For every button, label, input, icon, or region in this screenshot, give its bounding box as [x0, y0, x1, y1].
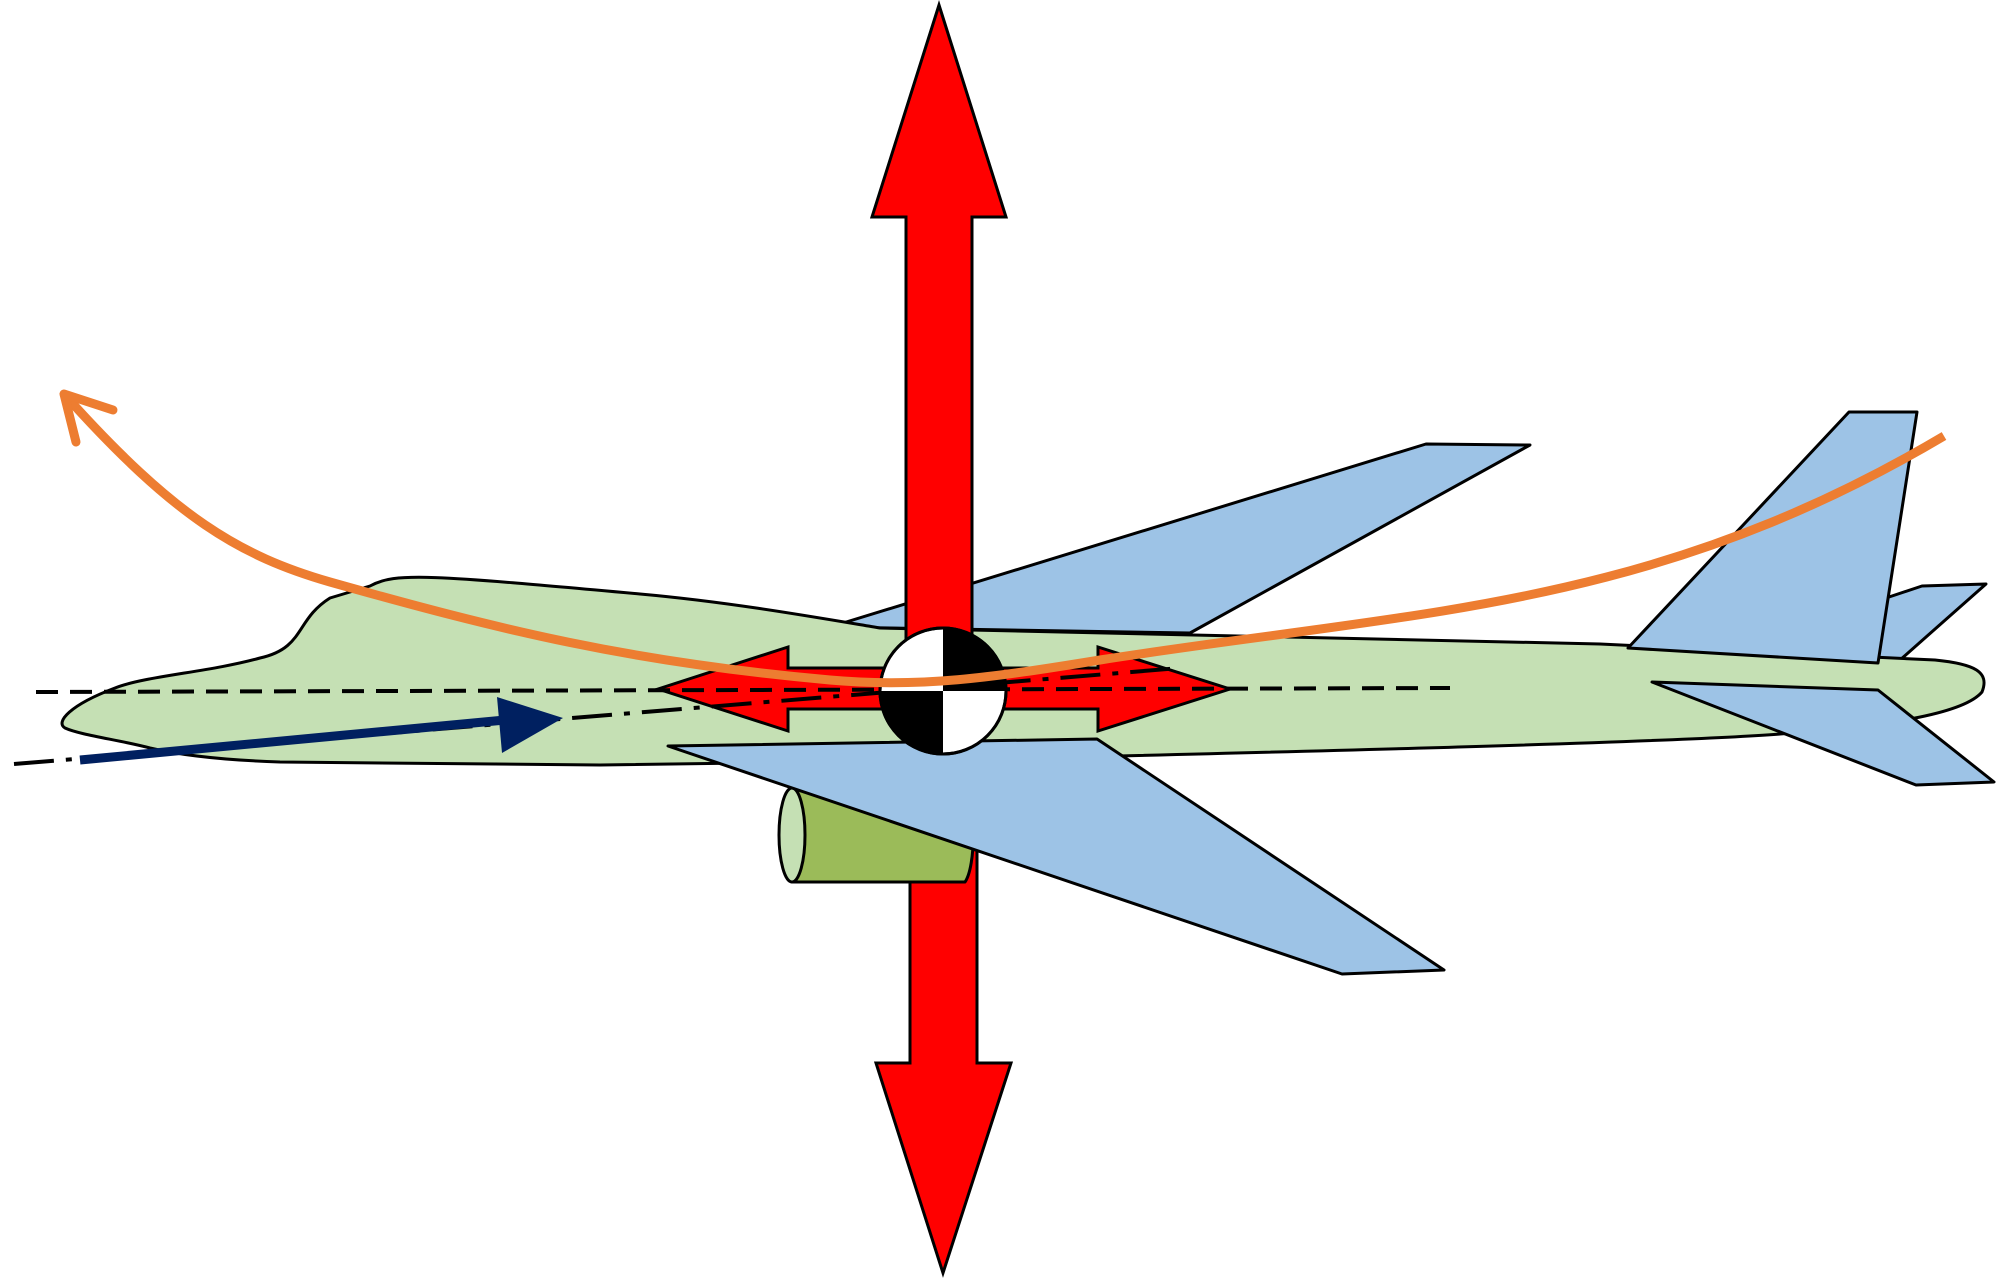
up-force-arrow: [869, 0, 1009, 692]
flight-path-curve: [59, 389, 1947, 688]
near-horizontal-stabilizer: [1650, 680, 1996, 787]
far-horizontal-stabilizer: [1876, 582, 1988, 662]
engine-inlet: [777, 786, 807, 884]
center-of-gravity-symbol: [878, 626, 1008, 756]
vertical-tail-fin: [1626, 410, 1919, 665]
velocity-vector: [79, 697, 563, 765]
